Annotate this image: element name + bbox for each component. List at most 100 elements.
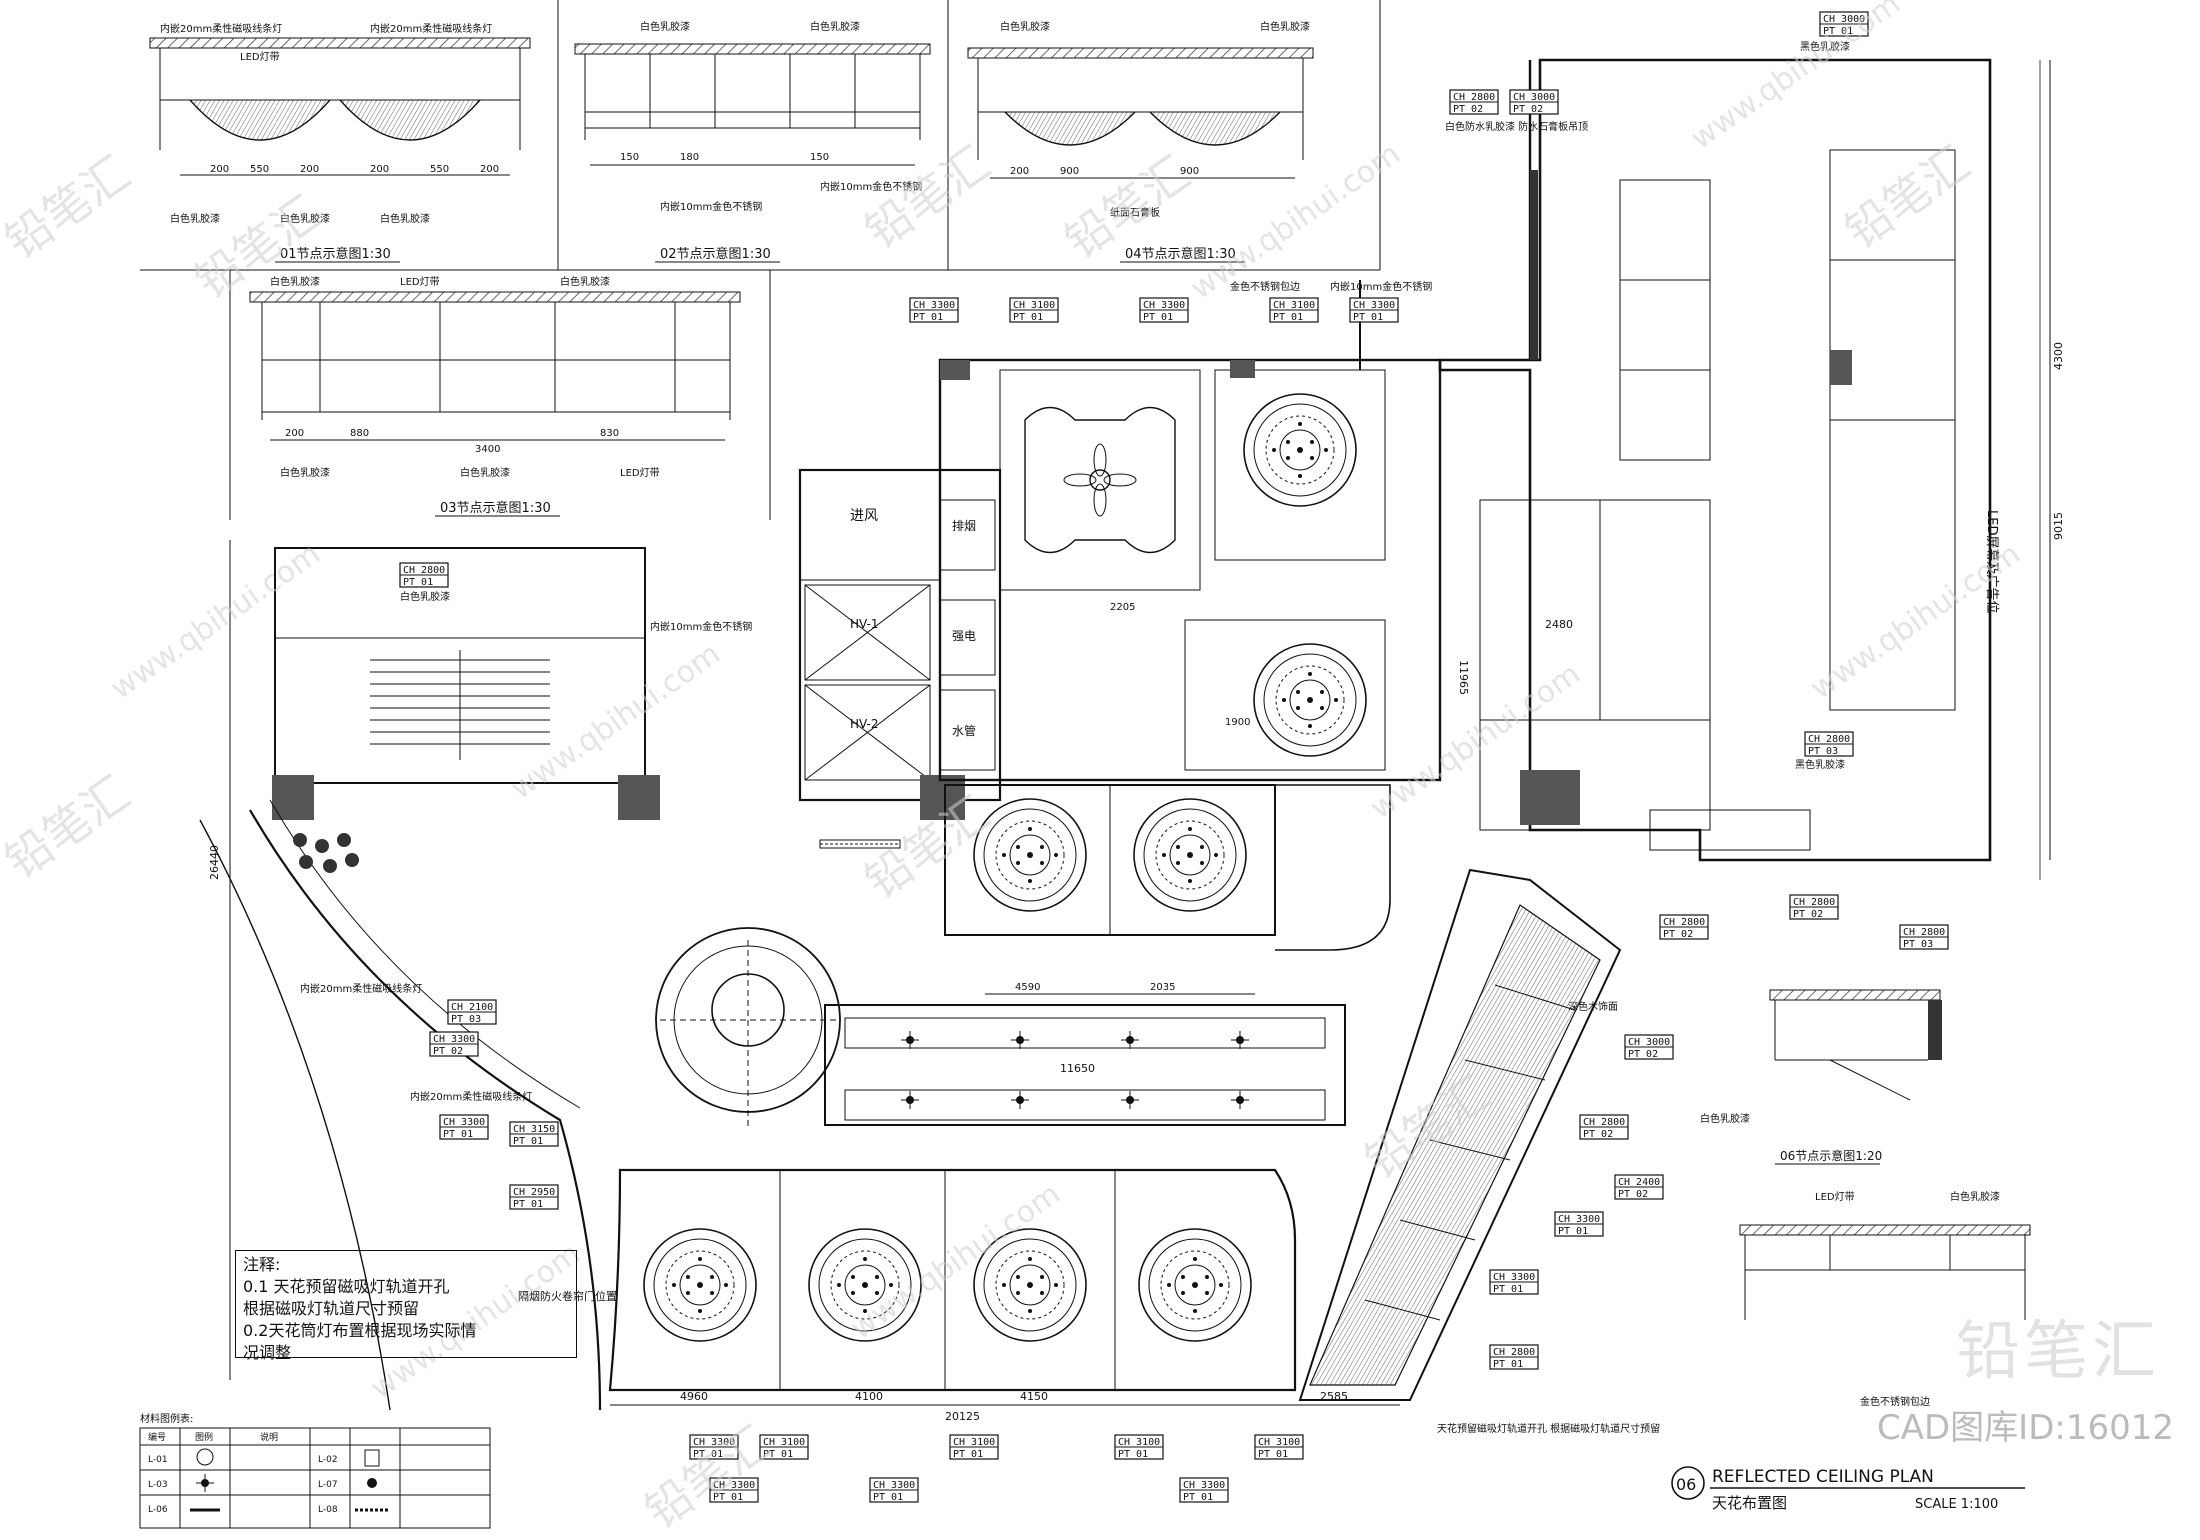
svg-text:L-01: L-01 [148,1455,168,1465]
svg-text:L-02: L-02 [318,1455,338,1465]
svg-text:CH 2800: CH 2800 [1453,92,1495,103]
svg-text:PT 02: PT 02 [1628,1049,1658,1060]
notes-line-3: 0.2天花筒灯布置根据现场实际情 [243,1321,477,1340]
svg-text:CH 3300: CH 3300 [713,1480,755,1491]
label-mag-track: 天花预留磁吸灯轨道开孔 根据磁吸灯轨道尺寸预留 [1437,1422,1660,1435]
detail-01: 200 550 200 200 550 200 内嵌20mm柔性磁吸线条灯 内嵌… [149,22,531,263]
svg-text:www.qbihui.com: www.qbihui.com [1805,536,2027,706]
svg-text:PT 02: PT 02 [1663,929,1693,940]
detail-02-title: 02节点示意图1:30 [660,246,771,262]
svg-text:白色乳胶漆: 白色乳胶漆 [400,590,450,603]
svg-text:LED灯带: LED灯带 [400,276,440,288]
room-pipe: 水管 [952,723,976,738]
label-magnetic-a: 内嵌20mm柔性磁吸线条灯 [160,22,282,35]
svg-text:CH 3100: CH 3100 [763,1437,805,1448]
track-ceilings: 11650 4590 2035 [824,982,1346,1126]
svg-text:PT 03: PT 03 [1808,746,1838,757]
svg-text:550: 550 [430,164,449,175]
svg-text:CH 3000: CH 3000 [1628,1037,1670,1048]
svg-text:白色乳胶漆: 白色乳胶漆 [280,466,330,479]
svg-text:L-03: L-03 [148,1480,168,1490]
dim-4150: 4150 [1020,1390,1048,1403]
svg-text:PT 01: PT 01 [513,1136,543,1147]
svg-text:内嵌10mm金色不锈钢: 内嵌10mm金色不锈钢 [650,620,752,633]
svg-text:200: 200 [1010,166,1029,177]
dim-11650: 11650 [1060,1062,1095,1075]
svg-text:CH 3300: CH 3300 [693,1437,735,1448]
svg-text:CH 3100: CH 3100 [1013,300,1055,311]
svg-text:CH 3300: CH 3300 [913,300,955,311]
svg-text:LED灯带: LED灯带 [1815,1191,1855,1203]
dim-2035: 2035 [1150,982,1175,993]
svg-text:铅笔汇: 铅笔汇 [0,766,139,889]
svg-text:白色乳胶漆: 白色乳胶漆 [810,20,860,33]
dim-11965: 11965 [1457,660,1470,695]
svg-text:CH 3300: CH 3300 [1493,1272,1535,1283]
stair-block [272,547,660,820]
detail-02: 150 180 150 白色乳胶漆 白色乳胶漆 内嵌10mm金色不锈钢 内嵌10… [574,20,931,263]
room-hv2: HV-2 [850,717,879,731]
room-hv1: HV-1 [850,617,879,631]
room-fresh-air: 进风 [850,508,878,524]
svg-text:白色乳胶漆: 白色乳胶漆 [460,466,510,479]
svg-text:PT 01: PT 01 [1558,1226,1588,1237]
detail-01-title: 01节点示意图1:30 [280,246,391,262]
svg-text:铅笔汇: 铅笔汇 [0,146,139,269]
svg-text:L-07: L-07 [318,1480,338,1490]
dim-2205: 2205 [1110,602,1135,613]
svg-text:白色乳胶漆: 白色乳胶漆 [560,275,610,288]
middle-domes [944,784,1391,951]
svg-text:PT 01: PT 01 [1823,26,1853,37]
dim-2480: 2480 [1545,618,1573,631]
svg-text:白色乳胶漆: 白色乳胶漆 [1950,1190,2000,1203]
svg-text:PT 01: PT 01 [1353,312,1383,323]
svg-text:CH 3100: CH 3100 [1258,1437,1300,1448]
label-white-a: 白色乳胶漆 [170,212,220,225]
svg-text:CH 3300: CH 3300 [1353,300,1395,311]
label-led-billboard: LED屏幕及广告位 [1984,510,1999,613]
svg-text:CH 2400: CH 2400 [1618,1177,1660,1188]
svg-text:PT 01: PT 01 [403,577,433,588]
dim-4100: 4100 [855,1390,883,1403]
detail-04: 200 900 900 白色乳胶漆 白色乳胶漆 纸面石膏板 04节点示意图1:3… [967,20,1314,263]
svg-text:铅笔汇: 铅笔汇 [855,136,999,259]
svg-text:PT 01: PT 01 [953,1449,983,1460]
notes-line-1: 0.1 天花预留磁吸灯轨道开孔 [243,1277,450,1296]
dim-4300: 4300 [2052,342,2065,370]
svg-text:CH 2800: CH 2800 [403,565,445,576]
svg-text:www.qbihui.com: www.qbihui.com [105,536,327,706]
svg-text:CH 2800: CH 2800 [1793,897,1835,908]
svg-text:CH 3300: CH 3300 [1183,1480,1225,1491]
cloud-lights [293,833,359,873]
svg-text:LED灯带: LED灯带 [620,467,660,479]
detail-04-title: 04节点示意图1:30 [1125,246,1236,262]
svg-text:CH 3300: CH 3300 [1143,300,1185,311]
svg-text:内嵌20mm柔性磁吸线条灯: 内嵌20mm柔性磁吸线条灯 [410,1090,532,1103]
label-white-c: 白色乳胶漆 [380,212,430,225]
svg-text:PT 03: PT 03 [451,1014,481,1025]
label-magnetic-b: 内嵌20mm柔性磁吸线条灯 [370,22,492,35]
detail-03: 200 880 830 3400 白色乳胶漆 LED灯带 白色乳胶漆 白色乳胶漆… [249,275,741,517]
svg-text:150: 150 [810,152,829,163]
svg-text:PT 01: PT 01 [873,1492,903,1503]
svg-text:PT 01: PT 01 [1493,1284,1523,1295]
svg-text:内嵌20mm柔性磁吸线条灯: 内嵌20mm柔性磁吸线条灯 [300,982,422,995]
svg-text:内嵌10mm金色不锈钢: 内嵌10mm金色不锈钢 [660,200,762,213]
svg-text:200: 200 [370,164,389,175]
notes-line-2: 根据磁吸灯轨道尺寸预留 [243,1299,420,1318]
svg-text:PT 02: PT 02 [1513,104,1543,115]
dim-4960: 4960 [680,1390,708,1403]
svg-text:CH 2100: CH 2100 [451,1002,493,1013]
svg-text:内嵌10mm金色不锈钢: 内嵌10mm金色不锈钢 [820,180,922,193]
legend-table: 材料图例表: 编号 图例 说明 L-01 L-03 L-06 L-02 L-07… [139,1412,491,1529]
svg-text:CH 3150: CH 3150 [513,1124,555,1135]
dim-2585: 2585 [1320,1390,1348,1403]
svg-text:PT 01: PT 01 [713,1492,743,1503]
svg-text:PT 01: PT 01 [1013,312,1043,323]
dim-1900: 1900 [1225,717,1250,728]
brand-id-watermark: CAD图库ID:16012 [1876,1408,2174,1448]
svg-text:CH 3300: CH 3300 [443,1117,485,1128]
notes-block: 注释: 0.1 天花预留磁吸灯轨道开孔 根据磁吸灯轨道尺寸预留 0.2天花筒灯布… [235,1250,595,1362]
svg-text:PT 01: PT 01 [1258,1449,1288,1460]
svg-text:PT 02: PT 02 [1583,1129,1613,1140]
